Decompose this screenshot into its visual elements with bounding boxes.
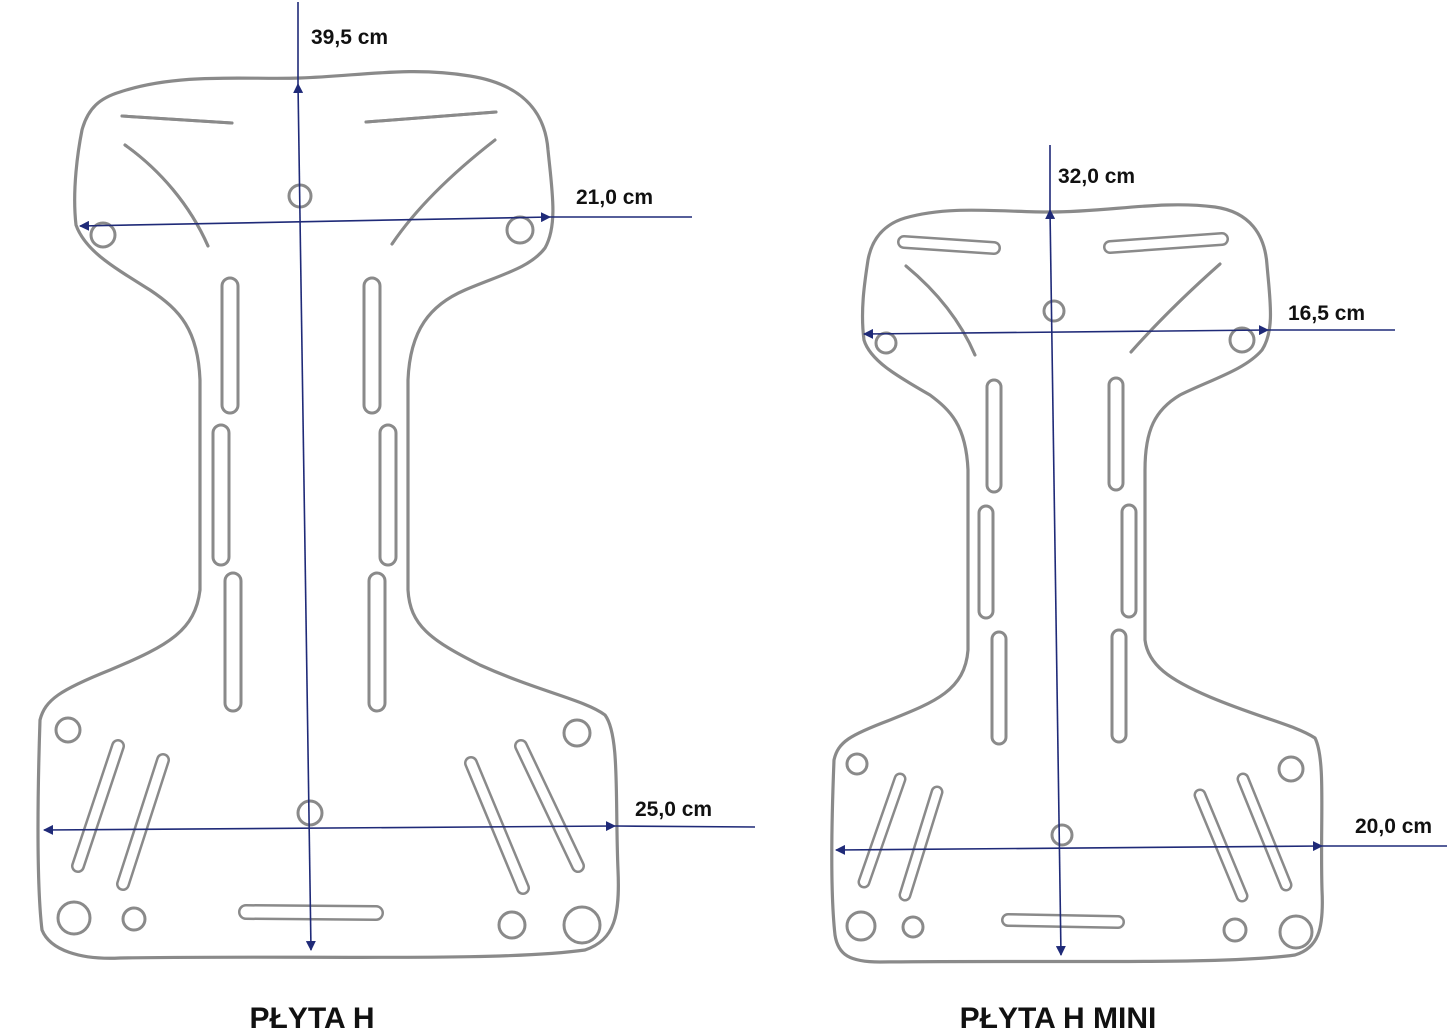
plate-h-outline [36, 70, 620, 960]
plate-h-slot-diagonal-inner [390, 138, 497, 246]
plate-h-mini-top-width-label: 16,5 cm [1288, 302, 1365, 325]
plate-h-hole [562, 905, 602, 945]
plate-h-vertical-slots [211, 276, 398, 713]
plate-h-slot-diagonal [390, 138, 497, 246]
plate-h-hole [121, 906, 147, 932]
plate-h-mini-bottom-width-dimension [835, 841, 1323, 855]
plate-h-mini-hole [1050, 823, 1074, 847]
plate-h-mini-outline [830, 203, 1324, 964]
plate-h-mini-top-width-dimension [863, 325, 1269, 339]
plate-h-mini-hole [874, 331, 898, 355]
plate-h-mini-hole [845, 910, 877, 942]
plate-h-slot-diagonal-inner [123, 143, 210, 248]
plate-h-top-width-dimension [79, 212, 551, 231]
plate-h-hole [89, 221, 117, 249]
plate-h-mini: 32,0 cm 16,5 cm 20,0 cm PŁYTA H MINI [830, 145, 1447, 1034]
plate-h-hole [56, 900, 92, 936]
plate-h-mini-hole [1222, 917, 1248, 943]
plate-h-slot-inner [120, 114, 234, 125]
plate-h-mini-hole [1042, 299, 1066, 323]
plate-h-hole [54, 716, 82, 744]
plate-h-mini-hole [1228, 326, 1256, 354]
plate-h-mini-vertical-slots [977, 376, 1138, 746]
plate-h-mini-slot-diagonal [904, 264, 977, 357]
plate-h-bottom-width-extension [614, 825, 756, 828]
plate-h-mini-title: PŁYTA H MINI [960, 1002, 1157, 1034]
plate-h-top-width-label: 21,0 cm [576, 186, 653, 209]
plate-h: 39,5 cm 21,0 cm 25,0 cm PŁYTA H [36, 2, 756, 1034]
plate-h-mini-hole [1277, 755, 1305, 783]
plate-h-mini-slot-inner [899, 237, 999, 253]
plate-h-mini-bottom-width-label: 20,0 cm [1355, 815, 1432, 838]
plate-h-slot-diagonal [123, 143, 210, 248]
plate-h-hole [497, 910, 527, 940]
plate-h-hole [296, 799, 324, 827]
plate-h-height-label: 39,5 cm [311, 26, 388, 49]
plate-h-mini-slot-diagonal-inner [1129, 262, 1222, 354]
plate-h-mini-hole [901, 915, 925, 939]
plate-h-hole [562, 718, 592, 748]
plate-h-mini-hole [845, 752, 869, 776]
plate-h-mini-slot-inner [1105, 234, 1227, 252]
plate-h-bottom-width-label: 25,0 cm [635, 798, 712, 821]
plate-h-mini-bottom-slots [857, 772, 1293, 929]
plate-h-bottom-width-dimension [43, 821, 616, 835]
plate-h-mini-slot-diagonal-inner [904, 264, 977, 357]
plate-h-mini-height-label: 32,0 cm [1058, 165, 1135, 188]
plate-h-title: PŁYTA H [250, 1002, 375, 1034]
plate-h-mini-hole [1278, 914, 1314, 950]
plate-h-slot-inner [364, 110, 498, 124]
plate-h-hole [505, 215, 535, 245]
